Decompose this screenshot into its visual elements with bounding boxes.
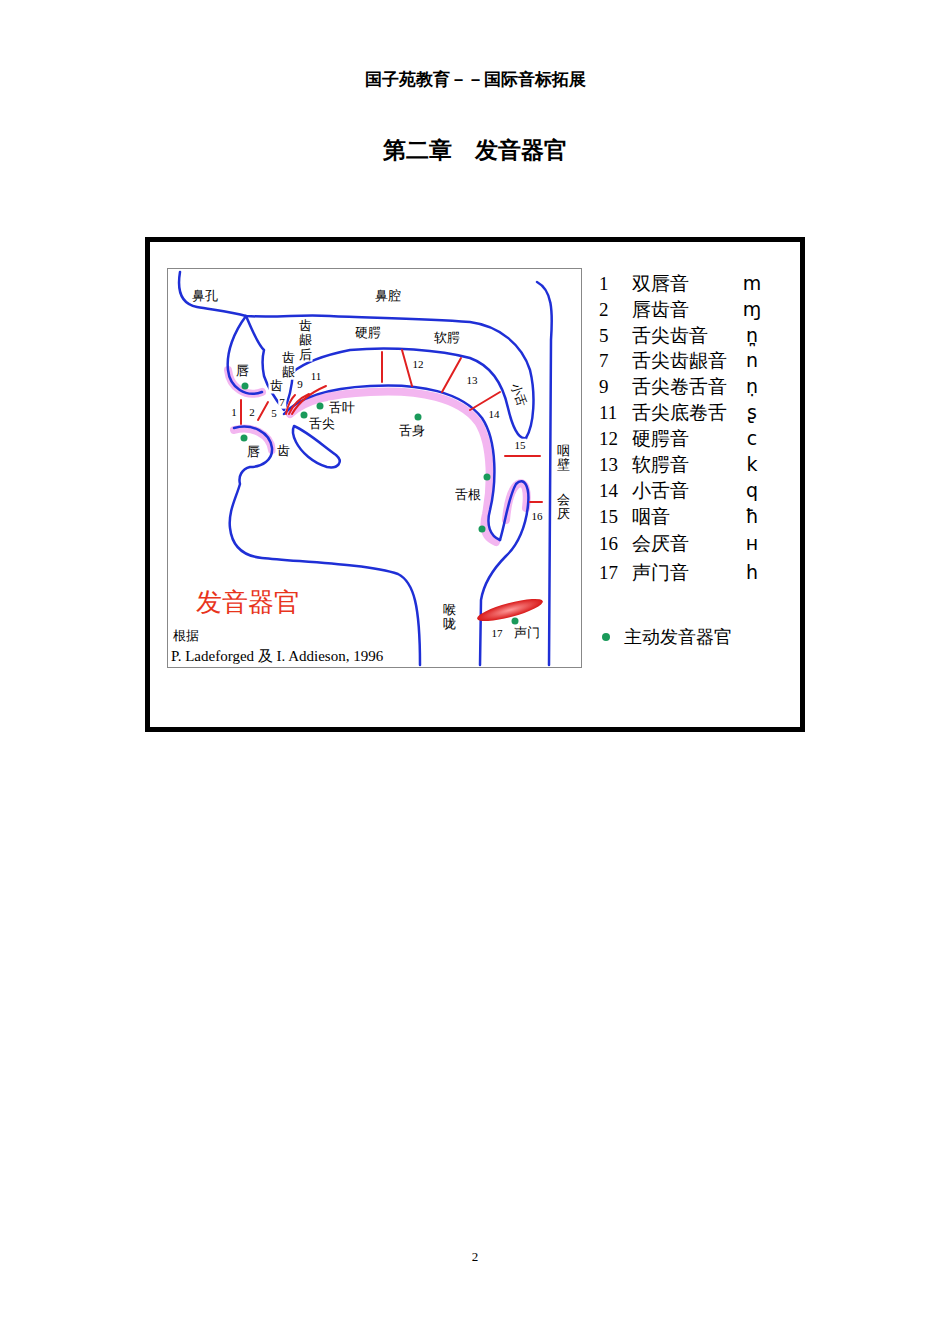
- row-name: 舌尖卷舌音: [632, 376, 727, 398]
- callout-number: 16: [531, 510, 544, 523]
- ipa-symbol: q: [746, 480, 758, 502]
- vertical-label: 会厌: [556, 493, 571, 522]
- row-number: 7: [599, 350, 609, 372]
- ipa-symbol: n: [746, 350, 758, 372]
- row-number: 12: [599, 428, 618, 450]
- ipa-symbol: h: [746, 562, 758, 584]
- page-header: 国子苑教育－－国际音标拓展: [365, 70, 586, 90]
- row-name: 舌尖底卷舌: [632, 402, 727, 424]
- callout-number: 9: [296, 378, 304, 391]
- row-number: 5: [599, 325, 609, 347]
- diagram-caption: 发音器官: [196, 588, 300, 618]
- row-number: 15: [599, 506, 618, 528]
- row-name: 会厌音: [632, 533, 689, 555]
- ipa-symbol: ħ: [745, 506, 758, 528]
- part-label: 鼻孔: [191, 289, 219, 304]
- callout-number: 17: [491, 627, 504, 640]
- legend-swatch: [602, 633, 610, 641]
- row-name: 硬腭音: [632, 428, 689, 450]
- row-number: 17: [599, 562, 618, 584]
- ipa-symbol: ʜ: [746, 533, 758, 555]
- place-divider: [241, 350, 542, 502]
- part-label: 鼻腔: [374, 289, 402, 304]
- row-name: 软腭音: [632, 454, 689, 476]
- part-label: 齿: [276, 444, 291, 459]
- part-label: 舌根: [454, 488, 482, 503]
- part-label: 舌身: [398, 424, 426, 439]
- part-label: 唇: [246, 445, 261, 460]
- row-name: 咽音: [632, 506, 670, 528]
- outer-frame: [148, 240, 803, 730]
- ipa-symbol: ʂ: [747, 402, 757, 424]
- ipa-symbol: ṇ: [746, 376, 758, 398]
- ipa-symbol: n̪: [746, 325, 758, 347]
- tract-outline: [179, 272, 552, 665]
- glottis: [475, 594, 544, 625]
- row-name: 双唇音: [632, 273, 689, 295]
- chapter-title: 第二章 发音器官: [383, 135, 567, 166]
- ipa-symbol: ɱ: [743, 299, 762, 321]
- vertical-label: 齿龈: [281, 351, 296, 380]
- diagram-panel: [168, 269, 582, 668]
- page-number: 2: [472, 1250, 479, 1265]
- callout-number: 15: [514, 439, 527, 452]
- callout-number: 2: [248, 406, 256, 419]
- part-label: 唇: [235, 364, 250, 379]
- row-number: 13: [599, 454, 618, 476]
- part-label: 齿: [269, 379, 284, 394]
- row-name: 声门音: [632, 562, 689, 584]
- row-name: 舌尖齿音: [632, 325, 708, 347]
- row-number: 9: [599, 376, 609, 398]
- callout-number: 12: [412, 358, 425, 371]
- source-note: P. Ladeforged 及 I. Addieson, 1996: [171, 648, 383, 665]
- callout-number: 7: [278, 396, 286, 409]
- part-label: 硬腭: [354, 326, 382, 341]
- callout-number: 1: [230, 406, 238, 419]
- part-label: 舌叶: [328, 401, 356, 416]
- legend-text: 主动发音器官: [624, 625, 732, 649]
- callout-number: 5: [270, 407, 278, 420]
- row-name: 唇齿音: [632, 299, 689, 321]
- part-label: 软腭: [433, 331, 461, 346]
- ipa-symbol: m: [743, 273, 762, 295]
- callout-number: 11: [310, 370, 323, 383]
- row-number: 14: [599, 480, 618, 502]
- callout-number: 13: [466, 374, 479, 387]
- row-number: 11: [599, 402, 617, 424]
- ipa-symbol: k: [746, 454, 757, 476]
- part-label: 根据: [172, 629, 200, 644]
- row-number: 16: [599, 533, 618, 555]
- vertical-label: 齿龈后: [298, 319, 313, 362]
- ipa-symbol: c: [747, 428, 757, 450]
- vertical-label: 咽壁: [556, 444, 571, 473]
- part-label: 声门: [513, 626, 541, 641]
- vertical-label: 喉咙: [442, 603, 457, 632]
- callout-number: 14: [488, 408, 501, 421]
- row-name: 小舌音: [632, 480, 689, 502]
- row-number: 1: [599, 273, 609, 295]
- part-label: 舌尖: [308, 417, 336, 432]
- rotated-label: 小舌: [507, 381, 528, 410]
- row-number: 2: [599, 299, 609, 321]
- row-name: 舌尖齿龈音: [632, 350, 727, 372]
